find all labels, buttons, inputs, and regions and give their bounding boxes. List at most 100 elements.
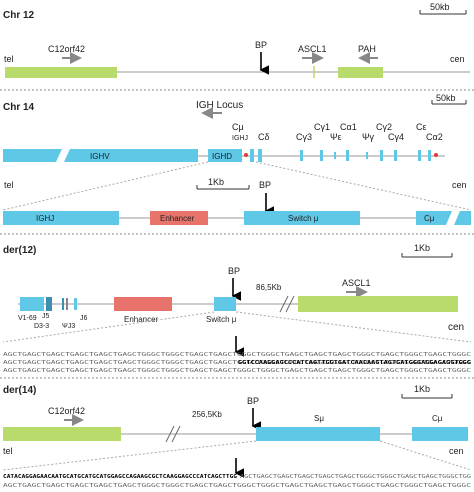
ce-segment: [418, 150, 421, 161]
chr14-title: Chr 14: [3, 102, 35, 113]
zoom-cmu-label: Cμ: [424, 214, 435, 223]
pah-gene: [338, 67, 383, 78]
der12-psij3-segment: [66, 298, 68, 310]
der14-gap-2: [171, 425, 181, 443]
der12-zoom-right: [235, 311, 472, 343]
der14-c12-label: C12orf42: [48, 406, 85, 416]
pah-label: PAH: [358, 44, 376, 54]
cdelta-label: Cδ: [258, 132, 270, 142]
eh-marker-1: [244, 153, 248, 157]
ca2-label: Cα2: [426, 132, 443, 142]
cg3-label: Cγ3: [296, 132, 312, 142]
chr14-scale-label: 50kb: [436, 93, 456, 103]
der12-gap-1: [279, 295, 289, 313]
chr12-title: Chr 12: [3, 10, 35, 21]
der12-j6-segment: [74, 298, 77, 310]
chr12-tel: tel: [4, 54, 14, 64]
der14-title: der(14): [3, 385, 36, 396]
igh-locus-label: IGH Locus: [196, 100, 243, 111]
der12-switch-label: Switch μ: [206, 315, 237, 324]
der12-j5-label: J5: [42, 313, 50, 320]
der12-d33-segment: [46, 297, 52, 311]
der12-bp-label: BP: [228, 266, 240, 276]
der12-j6-label: J6: [80, 315, 88, 322]
ighv-segment: [3, 149, 198, 162]
cg1-segment: [320, 150, 323, 161]
cg4-label: Cγ4: [388, 132, 404, 142]
cg2-segment: [380, 150, 383, 161]
zoom-bp-label: BP: [259, 180, 271, 190]
der12-v169-label: V1-69: [18, 315, 37, 322]
der12-distance: 86,5Kb: [256, 283, 282, 292]
cepsilon-pseudo-label: Ψε: [330, 132, 342, 142]
chr12-scale-label: 50kb: [430, 2, 450, 12]
ighv-break: [56, 149, 70, 162]
der14-seq-bot: AGCTGAGCTGAGCTGAGCTGAGCTGAGCTGGGCTGGGCTG…: [3, 483, 471, 489]
zoom-cmu-break: [446, 211, 460, 225]
der12-panel: der(12) 1Kb BP 86,5Kb ASCL1 V1-69 J5 D3-…: [2, 243, 472, 374]
der14-tel: tel: [3, 446, 13, 456]
zoom-cen: cen: [452, 180, 467, 190]
der14-cmu-label: Cμ: [432, 414, 443, 423]
zoom-tel: tel: [4, 180, 14, 190]
der14-scale-label: 1Kb: [414, 384, 430, 394]
der12-ascl1-segment: [298, 296, 458, 312]
eh-marker-2: [434, 153, 438, 157]
ighv-label: IGHV: [90, 152, 110, 161]
ascl1-label: ASCL1: [298, 44, 327, 54]
cdelta-segment: [258, 149, 262, 162]
der12-d33-label: D3-3: [34, 323, 49, 330]
zoom-switch-segment: [244, 211, 360, 225]
ighd-label: IGHD: [212, 152, 232, 161]
ca2-segment: [428, 150, 431, 161]
zoom-switch-label: Switch μ: [288, 214, 319, 223]
pg-segment: [366, 152, 368, 159]
chr12-panel: Chr 12 50kb tel cen C12orf42 ASCL1 PAH B…: [3, 2, 470, 78]
der14-gap-1: [165, 425, 175, 443]
cg4-segment: [394, 150, 397, 161]
der12-title: der(12): [3, 245, 36, 256]
c12orf42-gene: [5, 67, 117, 78]
zoom-line-left: [2, 161, 209, 211]
psi-gamma-label: Ψγ: [362, 132, 375, 142]
cmu-segment: [250, 149, 254, 162]
cg3-segment: [300, 150, 303, 161]
der14-distance: 256,5Kb: [192, 410, 222, 419]
zoom-ighj-segment: [3, 211, 119, 225]
zoom-enhancer-label: Enhancer: [160, 214, 195, 223]
zoom-line-right: [255, 161, 472, 211]
der12-psij3-label: ΨJ3: [62, 323, 75, 330]
der14-seq-bold: CATACAGGAGAACAATGCATGCATGCATGGAGCCAGAAGC…: [3, 474, 238, 480]
chr12-cen: cen: [450, 54, 465, 64]
cmu-top-label: Cμ: [232, 122, 244, 132]
der12-cen: cen: [448, 322, 464, 333]
der14-cmu-segment: [412, 427, 468, 441]
der14-smu-label: Sμ: [314, 414, 324, 423]
der14-bp-label: BP: [247, 396, 259, 406]
cepsilon-label: Cε: [416, 122, 427, 132]
der14-smu-segment: [256, 427, 380, 441]
ighj-small-label: IGHJ: [232, 135, 248, 142]
pe-segment: [334, 152, 336, 159]
der14-zoom-left: [2, 440, 257, 471]
der12-seq-bold: GGTCCAAGGAGCCCATCAGTTGGTGATCAACAAGTAGTGA…: [238, 360, 472, 366]
c12orf42-label: C12orf42: [48, 44, 85, 54]
zoom-enhancer-segment: [150, 211, 208, 225]
zoom-ighj-label: IGHJ: [36, 214, 54, 223]
der14-c12-segment: [3, 427, 121, 441]
der12-seq-top: AGCTGAGCTGAGCTGAGCTGAGCTGAGCTGGGCTGGGCTG…: [3, 352, 471, 358]
der12-enhancer-label: Enhancer: [124, 315, 159, 324]
ca1-label: Cα1: [340, 122, 357, 132]
cg1-label: Cγ1: [314, 122, 330, 132]
der14-cen: cen: [449, 446, 464, 456]
der14-panel: der(14) 1Kb C12orf42 256,5Kb BP Sμ Cμ te…: [2, 384, 472, 489]
ca1-segment: [346, 150, 349, 161]
der14-seq-rest: AGCTGAGCTGAGCTGAGCTGAGCTGAGCTGGGCTGGGCTG…: [240, 474, 472, 480]
der12-switch-segment: [214, 297, 236, 311]
der12-v169-segment: [20, 297, 44, 311]
der12-seq-bot: AGCTGAGCTGAGCTGAGCTGAGCTGAGCTGGGCTGGGCTG…: [3, 368, 471, 374]
der12-zoom-left: [2, 311, 215, 343]
der12-scale-label: 1Kb: [414, 243, 430, 253]
